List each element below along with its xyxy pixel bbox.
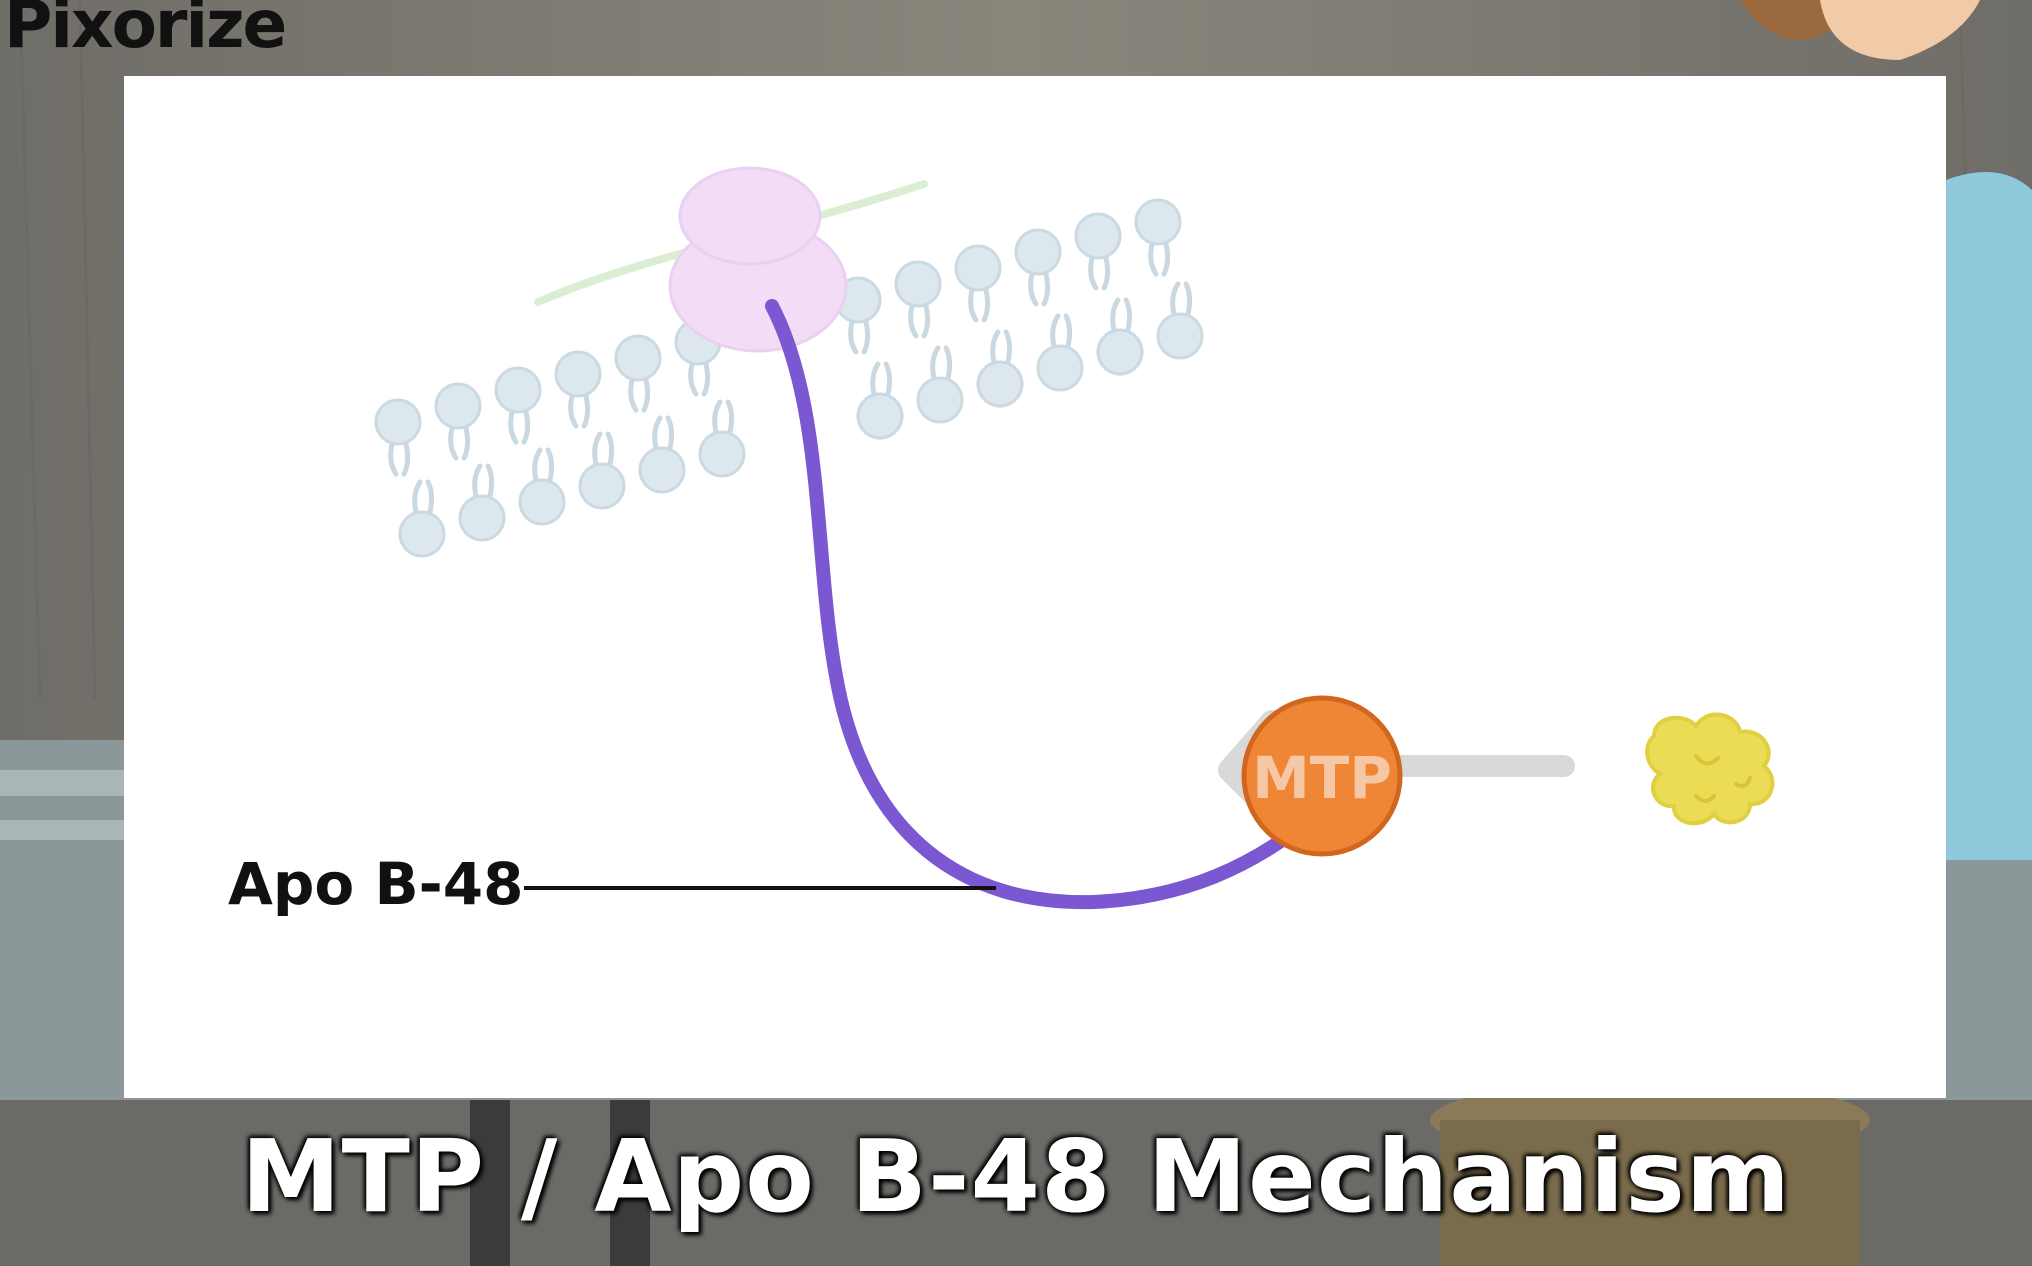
lipid-tails <box>388 241 1193 515</box>
mtp-label: MTP <box>1252 744 1392 812</box>
apob48-diagram: MTP Apo B-48 <box>228 166 1775 918</box>
ribosome <box>668 166 848 353</box>
diagram-board: MTP Apo B-48 <box>124 76 1946 1098</box>
apo-b48-chain <box>765 299 1321 910</box>
pixorize-logo: Pixorize <box>4 0 287 63</box>
lipid-blob <box>1645 712 1775 826</box>
mtp-protein: MTP <box>1241 695 1403 857</box>
lipid-bilayer <box>374 198 1204 558</box>
apo-b48-label: Apo B-48 <box>228 850 523 918</box>
caption-title: MTP / Apo B-48 Mechanism <box>241 1118 1791 1235</box>
